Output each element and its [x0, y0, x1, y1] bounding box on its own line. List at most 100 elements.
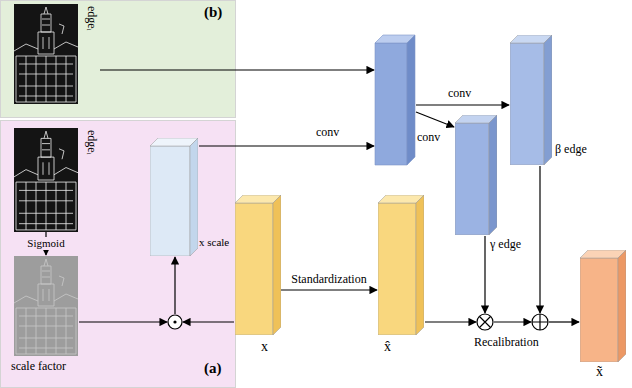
edge-stroke [41, 266, 51, 284]
block-side [618, 250, 626, 362]
block-label: x scale [199, 236, 229, 249]
edge-stroke [54, 42, 78, 49]
edge-stroke [44, 259, 48, 266]
picture-ground [14, 128, 78, 232]
edge-map: edgeᵢ [14, 128, 78, 232]
edge-stroke [38, 284, 54, 306]
block-front [510, 43, 544, 165]
feature-block: x̂ [378, 195, 424, 335]
feature-block: x̃ [580, 250, 626, 362]
panel-band: (b) edgeᵢ [0, 0, 236, 118]
edge-stroke [44, 7, 48, 14]
operation-label: conv [417, 131, 440, 145]
operator-circle [532, 314, 548, 330]
add-symbol [532, 314, 548, 330]
edge-stroke [59, 24, 64, 34]
block-shape [510, 35, 552, 165]
block-top [150, 138, 198, 146]
operator-plus [532, 314, 548, 330]
edge-stroke [44, 131, 48, 138]
edge-stroke [41, 14, 51, 32]
feature-block: x [235, 195, 281, 335]
block-shape [235, 195, 281, 335]
block-label: scale factor [11, 360, 66, 374]
connector [281, 289, 377, 290]
edge-label: Standardization [291, 273, 366, 287]
block-label: γ edge [490, 238, 521, 252]
edge-stroke [59, 149, 64, 159]
edge-stroke [54, 294, 78, 301]
operation-label: Recalibration [474, 336, 539, 350]
operator-cross [480, 317, 491, 328]
block-shape [378, 195, 424, 335]
scale-map: scale factor [14, 256, 78, 356]
block-shape [580, 250, 626, 362]
block-front [150, 146, 190, 256]
edge-picture [14, 4, 78, 104]
edge-stroke [42, 19, 50, 49]
edge-stroke [54, 168, 78, 175]
flow-line [425, 321, 476, 322]
block-side [273, 195, 281, 335]
flow-line [484, 236, 485, 313]
flow-line [100, 69, 374, 70]
edge-stroke [42, 144, 50, 175]
edge-stroke [14, 296, 38, 303]
panel-tag: (b) [204, 4, 222, 21]
flow-line [199, 145, 374, 146]
edge-stroke [59, 276, 64, 286]
flow-line [494, 321, 531, 322]
block-label: β edge [555, 143, 587, 157]
block-front [235, 203, 273, 335]
block-label: edgeᵢ [84, 130, 98, 155]
edge-stroke [14, 170, 38, 177]
flow-line [174, 257, 175, 314]
block-side [190, 138, 198, 256]
edge-stroke [26, 56, 66, 102]
edge-stroke [16, 56, 76, 102]
edge-stroke [16, 182, 76, 230]
block-label: x [261, 339, 268, 355]
flow-line [416, 112, 454, 127]
edge-stroke [14, 44, 38, 51]
edge-label: Sigmoid [25, 237, 66, 250]
block-front [455, 123, 489, 235]
block-label: x̃ [596, 364, 603, 380]
feature-block: β edge [510, 35, 552, 165]
edge-stroke [42, 271, 50, 301]
block-side [489, 115, 497, 235]
edge-stroke [26, 182, 66, 230]
block-shape [455, 115, 497, 235]
edge-picture [14, 256, 78, 356]
edge-stroke [26, 308, 66, 354]
dot-product-symbol [168, 315, 182, 329]
edge-stroke [38, 157, 54, 180]
flow-line [183, 321, 234, 322]
block-front [375, 43, 407, 165]
block-side [544, 35, 552, 165]
operator-circle [168, 315, 182, 329]
multiply-symbol [477, 314, 493, 330]
conv-block [375, 35, 415, 165]
panel-band: (a) edgeᵢ scale factor x scale [0, 120, 236, 388]
panel-tag: (a) [204, 360, 222, 377]
flow-line [79, 321, 167, 322]
block-side [407, 35, 415, 165]
edge-stroke [41, 138, 51, 157]
block-front [580, 258, 618, 362]
operator-dot [173, 320, 176, 323]
feature-block: x scale [150, 138, 198, 256]
block-front [378, 203, 416, 335]
flow-line [539, 166, 540, 313]
block-label: edgeᵢ [84, 6, 98, 31]
operation-label: conv [448, 87, 471, 101]
edge-stroke [38, 32, 54, 54]
flow-line [416, 104, 509, 105]
edge-stroke [16, 308, 76, 354]
block-side [416, 195, 424, 335]
block-label: x̂ [384, 339, 391, 355]
picture-ground [14, 4, 78, 104]
block-shape [150, 138, 198, 256]
